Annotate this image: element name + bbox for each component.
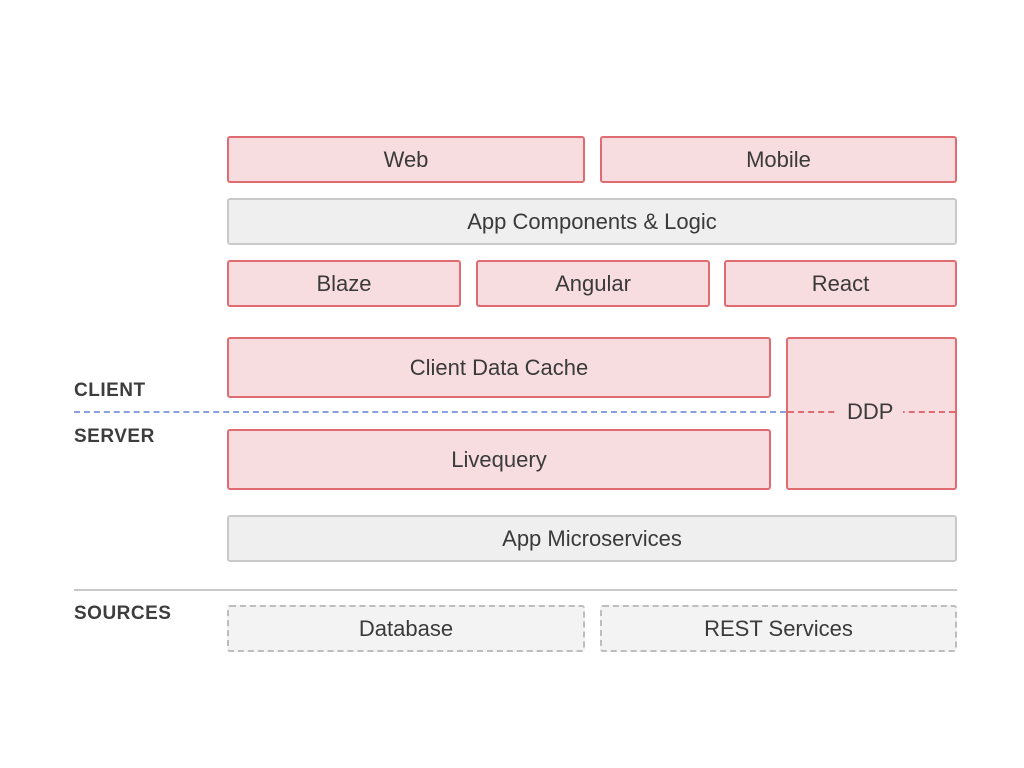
ddp-label: DDP [837,398,904,426]
web-label: Web [383,146,429,172]
client-data-cache-box: Client Data Cache [227,337,771,398]
blaze-label: Blaze [316,270,372,296]
server-label: SERVER [74,426,155,447]
rest-services-label: REST Services [704,615,853,641]
angular-box: Angular [476,260,710,307]
web-box: Web [227,136,585,183]
database-label: Database [358,615,454,641]
angular-label: Angular [555,270,631,296]
client-server-divider [74,411,786,413]
livequery-box: Livequery [227,429,771,490]
rest-services-box: REST Services [600,605,957,652]
app-components-label: App Components & Logic [467,208,717,234]
sources-label: SOURCES [74,603,172,624]
client-data-cache-label: Client Data Cache [409,354,589,380]
app-microservices-label: App Microservices [502,525,682,551]
mobile-label: Mobile [746,146,811,172]
livequery-label: Livequery [451,446,547,472]
blaze-box: Blaze [227,260,461,307]
database-box: Database [227,605,585,652]
app-components-box: App Components & Logic [227,198,957,245]
client-label: CLIENT [74,380,146,401]
app-microservices-box: App Microservices [227,515,957,562]
react-box: React [724,260,957,307]
mobile-box: Mobile [600,136,957,183]
sources-divider [74,589,957,591]
react-label: React [811,270,870,296]
